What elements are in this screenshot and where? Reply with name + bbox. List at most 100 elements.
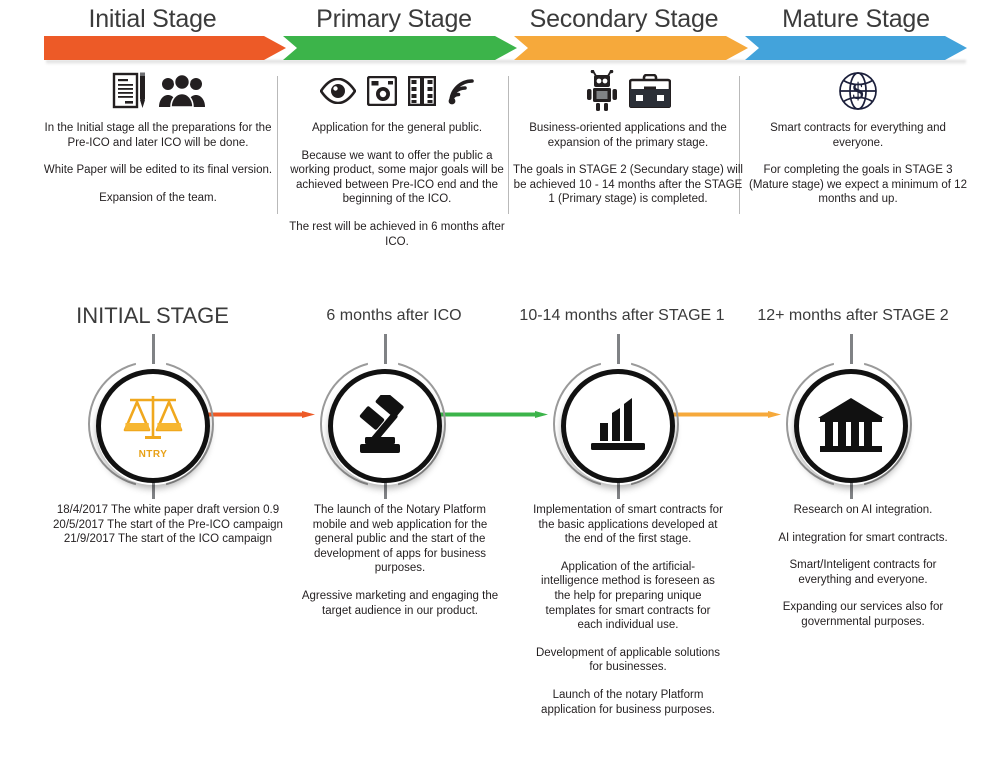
description-paragraph: The rest will be achieved in 6 months af… xyxy=(289,220,505,248)
detail-paragraph: 18/4/2017 The white paper draft version … xyxy=(53,504,283,546)
badge-inner-ring: NTRY xyxy=(96,369,210,483)
gavel-icon xyxy=(359,395,404,453)
detail-paragraph: Implementation of smart contracts for th… xyxy=(533,504,723,546)
camera-icon xyxy=(366,76,397,106)
eye-icon xyxy=(319,78,356,104)
stage-icon-row xyxy=(281,70,513,112)
bank-building-icon xyxy=(818,398,884,452)
timeline-badge-ten-fourteen-months xyxy=(553,334,683,499)
stage-arrow-mature-fill xyxy=(745,36,967,60)
timeline-heading-twelve-plus-months: 12+ months after STAGE 2 xyxy=(757,307,949,324)
badge-disc xyxy=(320,361,450,491)
description-paragraph: White Paper will be edited to its final … xyxy=(43,164,273,177)
timeline-connector-2-fill xyxy=(436,411,548,418)
timeline-detail-initial: 18/4/2017 The white paper draft version … xyxy=(52,503,284,547)
timeline-heading-ten-fourteen-months: 10-14 months after STAGE 1 xyxy=(519,307,725,324)
badge-stem-bottom xyxy=(152,470,155,499)
stage-arrow-primary-fill xyxy=(283,36,517,60)
timeline-connector-3-fill xyxy=(669,411,781,418)
description-paragraph: The goals in STAGE 2 (Secundary stage) w… xyxy=(513,164,743,206)
timeline-heading-row: INITIAL STAGE 6 months after ICO 10-14 m… xyxy=(0,303,1006,331)
stage-icon-row xyxy=(42,70,274,112)
badge-icon-wrap: NTRY xyxy=(121,392,185,460)
description-paragraph: Smart contracts for everything and every… xyxy=(770,122,946,149)
stage-description-row: In the Initial stage all the preparation… xyxy=(0,70,1006,275)
stage-arrow-primary xyxy=(283,36,517,60)
badge-inner-ring xyxy=(328,369,442,483)
badge-stem-bottom xyxy=(384,470,387,499)
detail-paragraph: Smart/Inteligent contracts for everythin… xyxy=(789,559,937,586)
badge-stem-bottom xyxy=(850,470,853,499)
timeline-heading-six-months: 6 months after ICO xyxy=(326,307,462,324)
badge-disc: NTRY xyxy=(88,361,218,491)
badge-disc xyxy=(786,361,916,491)
column-divider xyxy=(508,76,509,214)
stage-icon-row xyxy=(512,70,744,112)
description-paragraph: Business-oriented applications and the e… xyxy=(529,122,727,149)
stage-description-mature: Smart contracts for everything and every… xyxy=(744,121,972,207)
timeline-detail-ten-fourteen-months: Implementation of smart contracts for th… xyxy=(533,503,723,717)
detail-paragraph: Research on AI integration. xyxy=(793,504,933,516)
stage-arrow-initial xyxy=(44,36,286,60)
stage-arrow-mature xyxy=(745,36,967,60)
timeline-detail-six-months: The launch of the Notary Platform mobile… xyxy=(300,503,500,618)
detail-paragraph: Application of the artificial-intelligen… xyxy=(541,560,715,632)
stage-title-row: Initial Stage Primary Stage Secondary St… xyxy=(0,4,1006,38)
description-paragraph: Application for the general public. xyxy=(311,122,483,134)
badge-inner-ring xyxy=(794,369,908,483)
timeline-badge-twelve-plus-months xyxy=(786,334,916,499)
column-divider xyxy=(739,76,740,214)
detail-paragraph: Expanding our services also for governme… xyxy=(782,601,944,628)
stage-description-primary: Application for the general public. Beca… xyxy=(281,121,513,249)
stage-title-secondary: Secondary Stage xyxy=(529,5,719,33)
stage-arrow-initial-fill xyxy=(44,36,286,60)
stage-title-initial: Initial Stage xyxy=(88,5,217,33)
description-paragraph: Expansion of the team. xyxy=(99,191,217,204)
timeline-heading-initial: INITIAL STAGE xyxy=(76,303,229,328)
timeline-connector-1-fill xyxy=(203,411,315,418)
globe-dollar-icon: $ xyxy=(839,72,877,110)
badge-stem-top xyxy=(152,334,155,364)
timeline-badge-initial: NTRY xyxy=(88,334,218,499)
stage-column-initial: In the Initial stage all the preparation… xyxy=(42,70,274,205)
timeline-badge-six-months xyxy=(320,334,450,499)
detail-paragraph: Development of applicable solutions for … xyxy=(535,646,721,674)
stage-column-secondary: Business-oriented applications and the e… xyxy=(512,70,744,207)
badge-stem-bottom xyxy=(617,470,620,499)
badge-stem-top xyxy=(384,334,387,364)
people-group-icon xyxy=(158,74,205,108)
timeline-detail-twelve-plus-months: Research on AI integration. AI integrati… xyxy=(763,503,963,630)
detail-paragraph: The launch of the Notary Platform mobile… xyxy=(312,504,488,575)
stage-column-mature: $ Smart contracts for everything and eve… xyxy=(744,70,972,207)
stage-arrow-bar xyxy=(0,36,1006,62)
detail-paragraph: Launch of the notary Platform applicatio… xyxy=(541,688,715,716)
column-divider xyxy=(277,76,278,214)
badge-label-ntry: NTRY xyxy=(138,449,168,460)
stage-column-primary: Application for the general public. Beca… xyxy=(281,70,513,249)
stage-description-secondary: Business-oriented applications and the e… xyxy=(512,121,744,207)
timeline-detail-row: 18/4/2017 The white paper draft version … xyxy=(0,503,1006,753)
stage-title-mature: Mature Stage xyxy=(782,5,930,33)
timeline-connector-3 xyxy=(669,411,781,418)
stage-icon-row: $ xyxy=(744,70,972,112)
detail-paragraph: AI integration for smart contracts. xyxy=(778,531,948,544)
stage-title-primary: Primary Stage xyxy=(316,5,472,33)
rss-signal-icon xyxy=(448,79,474,105)
robot-icon xyxy=(586,70,617,111)
detail-paragraph: Agressive marketing and engaging the tar… xyxy=(301,589,499,617)
briefcase-icon xyxy=(628,74,671,108)
scales-of-justice-icon xyxy=(123,396,183,439)
badge-inner-ring xyxy=(561,369,675,483)
film-strip-icon xyxy=(407,76,436,106)
arrow-bar-shadow xyxy=(46,60,966,65)
growth-bars-icon xyxy=(591,398,645,450)
badge-stem-top xyxy=(850,334,853,364)
timeline-connector-1 xyxy=(203,411,315,418)
stage-arrow-secondary xyxy=(514,36,748,60)
document-pen-icon xyxy=(112,72,145,109)
svg-text:$: $ xyxy=(852,79,864,104)
stage-description-initial: In the Initial stage all the preparation… xyxy=(42,121,274,205)
timeline-badge-row: NTRY xyxy=(0,334,1006,499)
description-paragraph: In the Initial stage all the preparation… xyxy=(44,122,272,149)
